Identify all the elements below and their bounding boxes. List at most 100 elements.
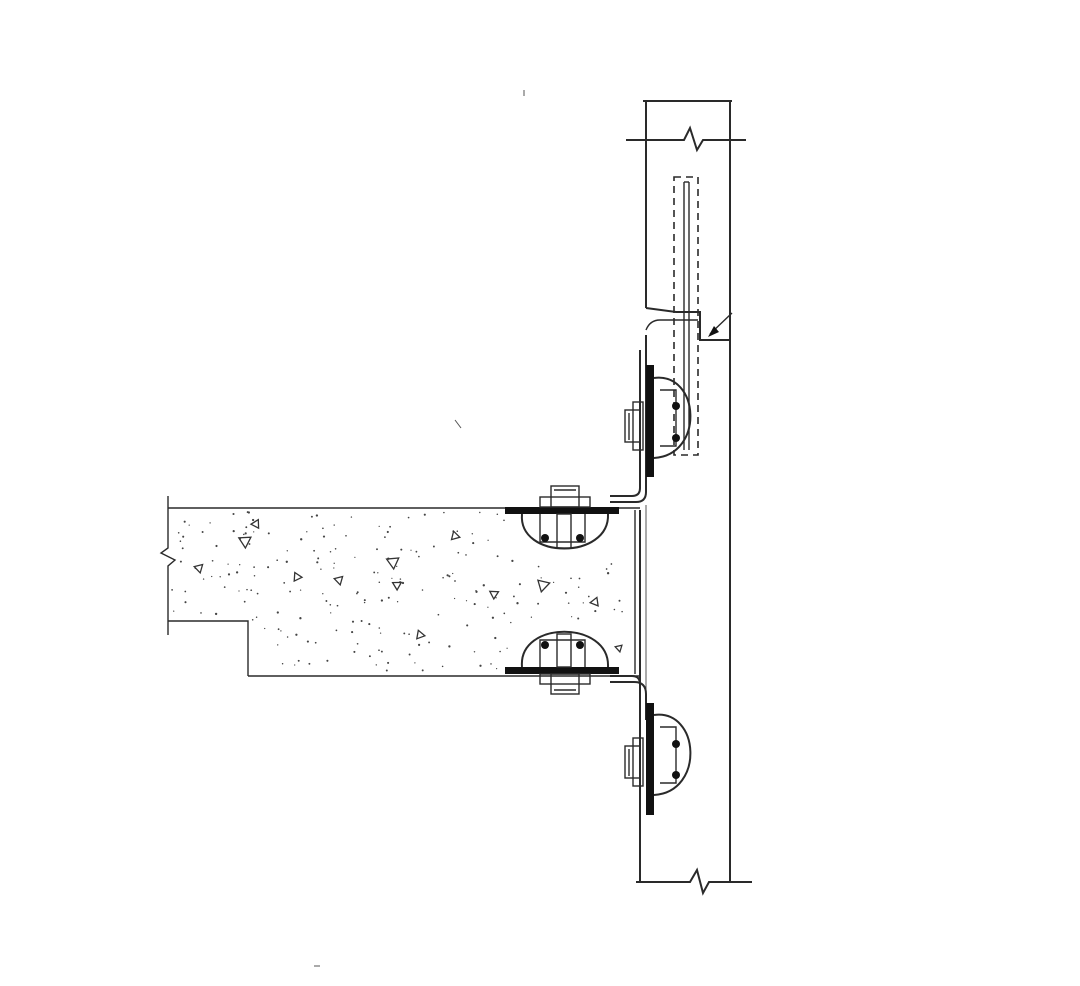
concrete-stipple-dot	[378, 627, 381, 629]
concrete-stipple-dot	[336, 604, 339, 607]
concrete-stipple-dot	[415, 550, 418, 553]
concrete-stipple-dot	[251, 518, 255, 522]
concrete-stipple-dot	[376, 548, 378, 551]
concrete-stipple-dot	[238, 590, 240, 592]
concrete-stipple-dot	[421, 669, 424, 672]
aggregate-triangle	[613, 644, 623, 654]
concrete-stipple-dot	[503, 612, 506, 615]
concrete-stipple-dot	[403, 632, 406, 635]
concrete-stipple-dot	[235, 571, 239, 574]
concrete-stipple-dot	[267, 566, 270, 569]
concrete-stipple-dot	[276, 559, 279, 562]
concrete-stipple-dot	[306, 531, 308, 533]
concrete-stipple-dot	[378, 649, 380, 652]
slab-bottom-plate-assembly	[505, 630, 619, 695]
concrete-stipple-dot	[375, 664, 378, 666]
concrete-stipple-dot	[432, 545, 435, 548]
aggregate-triangle	[488, 590, 500, 601]
concrete-stipple-dot	[503, 519, 505, 522]
concrete-stipple-dot	[243, 533, 245, 536]
concrete-stipple-dot	[564, 591, 568, 594]
concrete-stipple-dot	[577, 617, 580, 620]
concrete-stipple-dot	[418, 555, 420, 558]
concrete-stipple-dot	[443, 511, 445, 514]
concrete-slab	[159, 496, 647, 690]
concrete-stipple-dot	[473, 603, 476, 606]
concrete-stipple-dot	[379, 632, 382, 634]
aggregate-triangle	[192, 563, 204, 575]
concrete-stipple-dot	[264, 627, 266, 630]
concrete-stipple-dot	[277, 644, 279, 646]
concrete-stipple-dot	[182, 535, 185, 538]
concrete-stipple-dot	[322, 593, 324, 595]
concrete-stipple-dot	[330, 612, 332, 614]
concrete-stipple-dot	[437, 613, 440, 616]
concrete-stipple-dot	[368, 623, 371, 626]
concrete-stipple-dot	[299, 617, 302, 620]
concrete-stipple-dot	[465, 600, 468, 602]
concrete-stipple-dot	[605, 568, 608, 570]
concrete-stipple-dot	[286, 550, 288, 552]
concrete-stipple-dot	[510, 621, 512, 624]
concrete-stipple-dot	[267, 532, 270, 535]
concrete-stipple-dot	[219, 576, 221, 578]
concrete-stipple-dot	[487, 606, 489, 608]
concrete-stipple-dot	[594, 610, 597, 613]
concrete-stipple-dot	[428, 641, 431, 644]
concrete-stipple-dot	[571, 616, 573, 618]
concrete-stipple-dot	[491, 616, 495, 619]
aggregate-triangle	[450, 529, 462, 541]
concrete-stipple-dot	[448, 575, 451, 578]
concrete-stipple-dot	[570, 577, 572, 580]
concrete-stipple-dot	[414, 662, 416, 664]
concrete-stipple-dot	[320, 568, 322, 570]
concrete-stipple-dot	[177, 532, 180, 534]
concrete-stipple	[171, 511, 623, 672]
concrete-stipple-dot	[495, 597, 497, 599]
concrete-stipple-dot	[322, 527, 324, 530]
concrete-stipple-dot	[280, 630, 282, 632]
concrete-stipple-dot	[353, 650, 356, 653]
concrete-stipple-dot	[276, 611, 279, 614]
concrete-stipple-dot	[396, 601, 399, 603]
concrete-stipple-dot	[306, 640, 309, 643]
concrete-stipple-dot	[518, 583, 521, 586]
aggregate-triangle	[237, 536, 252, 550]
concrete-stipple-dot	[201, 531, 204, 533]
aggregate-triangle	[536, 579, 551, 594]
concrete-stipple-dot	[183, 520, 186, 523]
concrete-stipple-dot	[511, 559, 514, 563]
concrete-stipple-dot	[421, 589, 424, 591]
concrete-stipple-dot	[457, 551, 460, 554]
concrete-stipple-dot	[289, 590, 292, 593]
concrete-stipple-dot	[479, 511, 481, 514]
concrete-stipple-dot	[333, 567, 335, 569]
concrete-stipple-dot	[251, 619, 254, 621]
concrete-stipple-dot	[610, 563, 613, 565]
concrete-stipple-dot	[479, 664, 482, 667]
concrete-stipple-dot	[373, 571, 376, 574]
concrete-stipple-dot	[211, 559, 214, 562]
concrete-stipple-dot	[471, 533, 474, 535]
concrete-stipple-dot	[333, 562, 335, 564]
concrete-stipple-dot	[380, 650, 383, 653]
concrete-stipple-dot	[621, 610, 623, 613]
concrete-stipple-dot	[281, 663, 284, 665]
concrete-stipple-dot	[387, 596, 390, 599]
concrete-stipple-dot	[308, 662, 311, 665]
concrete-stipple-dot	[354, 556, 356, 559]
concrete-stipple-dot	[512, 595, 515, 598]
concrete-stipple-dot	[200, 612, 202, 614]
concrete-stipple-dot	[297, 659, 300, 662]
concrete-stipple-dot	[506, 647, 508, 649]
concrete-stipple-dot	[384, 536, 386, 538]
concrete-stipple-dot	[396, 565, 398, 568]
concrete-stipple-dot	[606, 572, 610, 575]
concrete-stipple-dot	[537, 602, 540, 605]
concrete-stipple-dot	[188, 524, 190, 526]
concrete-stipple-dot	[285, 560, 288, 563]
concrete-stipple-dot	[387, 661, 390, 664]
concrete-aggregate	[192, 518, 623, 654]
concrete-stipple-dot	[250, 589, 253, 592]
